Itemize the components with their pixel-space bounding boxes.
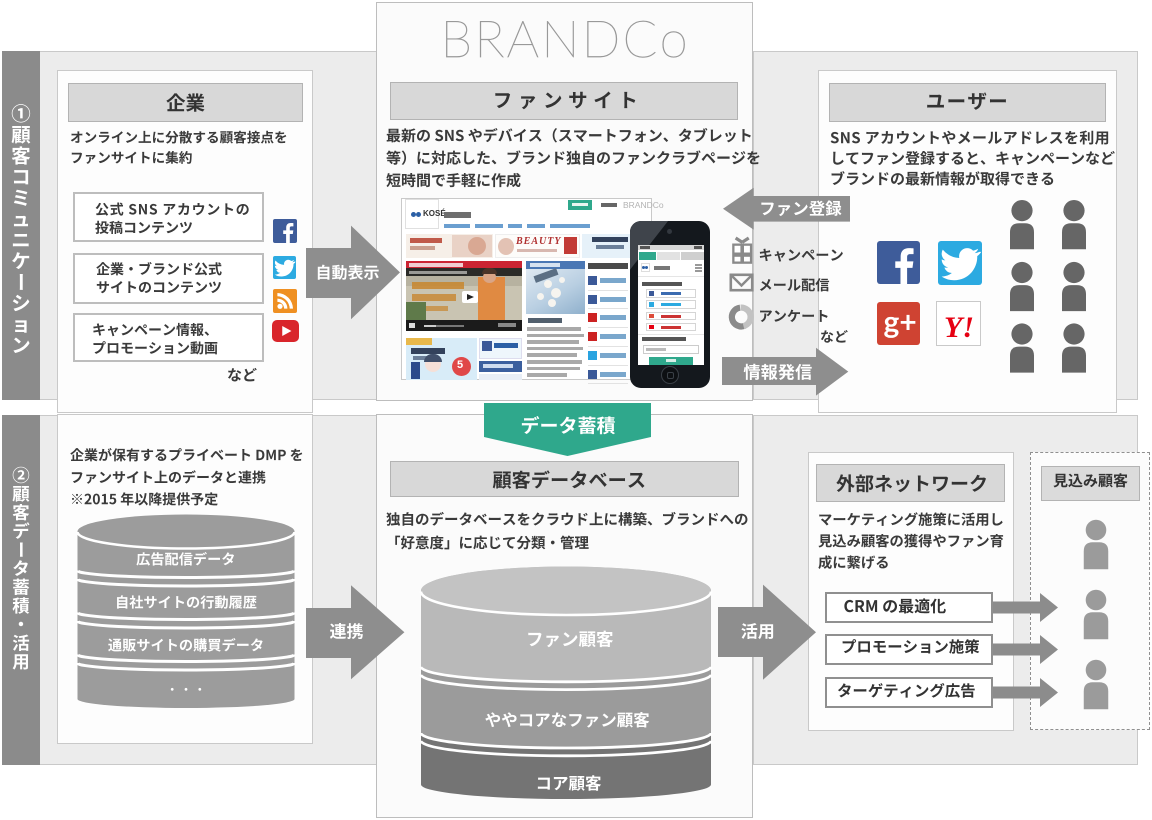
svg-text:Y!: Y! (944, 311, 974, 344)
